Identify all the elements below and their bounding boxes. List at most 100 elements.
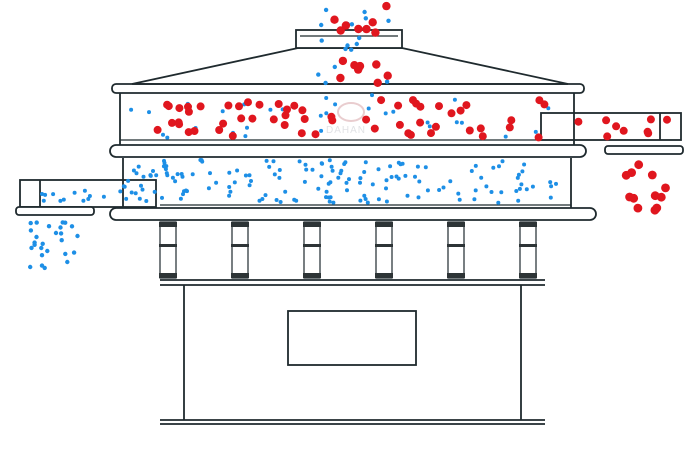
particle xyxy=(328,116,337,125)
particle xyxy=(517,186,522,191)
particle xyxy=(175,104,184,113)
particle xyxy=(224,101,233,110)
particle xyxy=(283,189,288,194)
particle xyxy=(619,126,628,135)
particle xyxy=(162,160,167,165)
particle xyxy=(462,101,471,110)
particle xyxy=(237,114,246,123)
particle xyxy=(147,110,151,115)
particle xyxy=(534,133,543,142)
particle xyxy=(383,111,388,116)
particle xyxy=(148,173,153,178)
particle xyxy=(324,96,329,100)
particle xyxy=(328,195,333,200)
particle xyxy=(292,197,297,202)
particle xyxy=(319,128,324,133)
particle xyxy=(124,196,129,201)
particle xyxy=(522,162,527,167)
particle xyxy=(384,199,389,204)
particle xyxy=(247,183,252,188)
particle xyxy=(413,174,417,179)
particle xyxy=(152,189,157,194)
support-post-cap xyxy=(159,222,177,227)
support-post-foot xyxy=(447,273,465,278)
particle xyxy=(297,129,306,138)
particle xyxy=(447,109,456,118)
particle xyxy=(336,73,345,83)
particle xyxy=(297,159,302,164)
particle xyxy=(336,26,345,35)
particle xyxy=(388,164,393,169)
base-cabinet xyxy=(160,279,545,425)
particle xyxy=(354,65,363,74)
particle xyxy=(310,167,315,172)
particle xyxy=(373,78,382,88)
particle xyxy=(58,198,63,203)
particle xyxy=(633,203,643,213)
particle xyxy=(383,71,392,80)
particle xyxy=(227,185,232,189)
particle xyxy=(519,182,524,187)
particle xyxy=(663,115,671,124)
particle xyxy=(161,132,165,137)
particle xyxy=(274,198,279,202)
particle xyxy=(416,118,425,127)
particle xyxy=(244,98,252,107)
particle xyxy=(404,129,413,138)
lower-sieve-deck xyxy=(122,158,572,208)
particle xyxy=(274,100,283,108)
particle xyxy=(478,132,487,141)
particle xyxy=(243,173,248,178)
particle xyxy=(386,18,391,23)
particle xyxy=(435,102,443,111)
particle xyxy=(602,116,611,125)
fine-outlet-lip xyxy=(15,206,95,216)
particle xyxy=(160,195,164,200)
particle xyxy=(456,106,465,115)
support-post-foot xyxy=(159,273,177,278)
particle xyxy=(133,191,138,196)
particle xyxy=(303,162,308,167)
particle xyxy=(415,164,420,169)
particle xyxy=(376,197,381,202)
particle xyxy=(427,124,432,129)
particle xyxy=(603,132,612,141)
particle xyxy=(336,175,341,180)
particle xyxy=(520,169,525,174)
particle xyxy=(53,230,59,236)
particle xyxy=(328,180,333,185)
particle xyxy=(190,127,199,135)
support-post-cap xyxy=(375,222,393,227)
support-post-band xyxy=(231,244,249,247)
support-post-cap xyxy=(303,222,321,227)
support-post xyxy=(447,221,465,279)
particle xyxy=(215,126,224,134)
particle xyxy=(34,234,39,240)
particle xyxy=(612,122,621,131)
particle xyxy=(34,220,39,225)
particle xyxy=(423,165,428,170)
top-lid xyxy=(111,29,585,94)
particle xyxy=(358,176,363,181)
particle xyxy=(249,179,253,183)
particle xyxy=(357,35,362,41)
particle xyxy=(524,187,529,192)
particle xyxy=(324,195,328,200)
lid-cone xyxy=(131,47,569,85)
support-post-foot xyxy=(519,273,537,278)
particle xyxy=(316,186,321,191)
particle xyxy=(329,164,334,169)
particle xyxy=(330,15,339,24)
coarse-particles xyxy=(153,1,671,215)
particle xyxy=(184,188,188,193)
particle xyxy=(220,109,225,114)
particle xyxy=(46,224,52,229)
particle xyxy=(362,9,367,15)
particle xyxy=(459,120,464,125)
particle xyxy=(476,124,485,133)
particle xyxy=(206,186,211,191)
particle xyxy=(45,248,50,254)
support-post-band xyxy=(159,244,177,247)
particle xyxy=(395,120,404,129)
